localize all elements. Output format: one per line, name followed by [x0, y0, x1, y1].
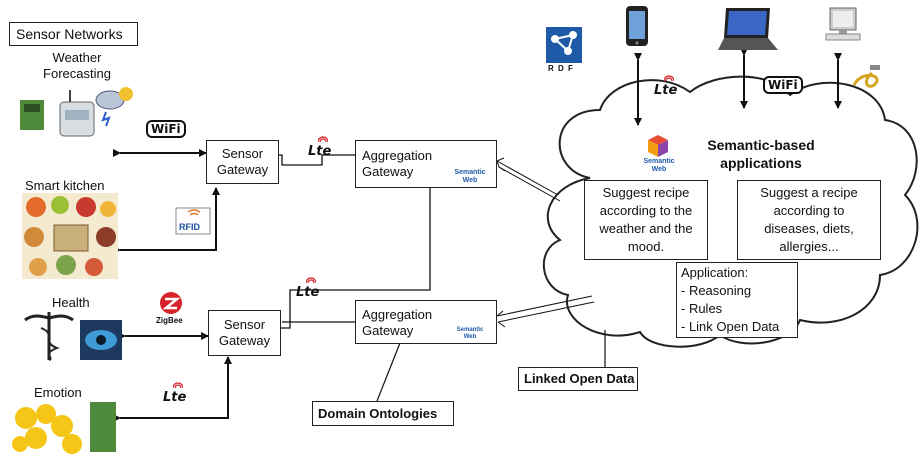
- smart-kitchen-label: Smart kitchen: [25, 178, 105, 193]
- diagram-title: Sensor Networks: [16, 26, 123, 42]
- linked-open-data-box: Linked Open Data: [518, 367, 638, 391]
- smartphone-icon: [626, 6, 648, 46]
- rdf-icon: [546, 27, 582, 63]
- wifi-badge: WiFi: [146, 120, 186, 138]
- rfid-icon: [175, 207, 211, 235]
- semantic-web-label: Semantic Web: [454, 169, 486, 184]
- cloud-title: Semantic-based applications: [707, 137, 815, 171]
- weather-station-icon: [20, 87, 133, 137]
- aggregation-gateway-label: Aggregation Gateway: [362, 307, 433, 338]
- app-suggest-diseases: Suggest a recipe according to diseases, …: [737, 180, 881, 260]
- desktop-computer-icon: [825, 7, 861, 41]
- title-box: Sensor Networks: [9, 22, 138, 46]
- aggregation-gateway-top: Aggregation Gateway Semantic Web: [355, 140, 497, 188]
- domain-ontologies-box: Domain Ontologies: [312, 401, 454, 426]
- rdf-label: R D F: [548, 64, 574, 73]
- semantic-web-label: Semantic Web: [456, 327, 484, 340]
- caduceus-icon: [24, 312, 74, 361]
- app-suggest-weather-mood: Suggest recipe according to the weather …: [584, 180, 708, 260]
- rfid-label: RFID: [179, 222, 200, 232]
- semantic-web-label: Semantic Web: [643, 158, 675, 173]
- laptop-icon: [718, 8, 778, 50]
- health-label: Health: [52, 295, 90, 310]
- emotion-label: Emotion: [34, 385, 82, 400]
- aggregation-gateway-bottom: Aggregation Gateway Semantic Web: [355, 300, 497, 344]
- cloud-shape: [542, 75, 919, 348]
- lte-badge: Lte: [308, 136, 332, 159]
- lte-badge: Lte: [296, 277, 320, 300]
- lte-label: Lte: [308, 144, 332, 159]
- smart-kitchen-icon: [22, 193, 118, 279]
- lte-badge: Lte: [654, 75, 678, 98]
- sensor-gateway-top: Sensor Gateway: [206, 140, 279, 184]
- lte-badge: Lte: [163, 382, 187, 405]
- semantic-web-cube-icon: [648, 135, 668, 157]
- lte-label: Lte: [296, 285, 320, 300]
- signal-icon: [664, 75, 674, 82]
- emotion-faces-icon: [12, 402, 116, 454]
- weather-forecasting-label: Weather Forecasting: [43, 50, 111, 81]
- wifi-badge: WiFi: [763, 76, 803, 94]
- usb-cable-icon: [852, 65, 880, 88]
- signal-icon: [318, 136, 328, 143]
- application-box: Application: - Reasoning - Rules - Link …: [676, 262, 798, 338]
- sensor-gateway-bottom: Sensor Gateway: [208, 310, 281, 356]
- lte-label: Lte: [163, 390, 187, 405]
- zigbee-label: ZigBee: [156, 316, 183, 325]
- aggregation-gateway-label: Aggregation Gateway: [362, 148, 433, 179]
- lte-label: Lte: [654, 83, 678, 98]
- signal-icon: [306, 277, 316, 284]
- eye-scan-icon: [80, 320, 122, 360]
- zigbee-icon: [160, 292, 182, 314]
- signal-icon: [173, 382, 183, 389]
